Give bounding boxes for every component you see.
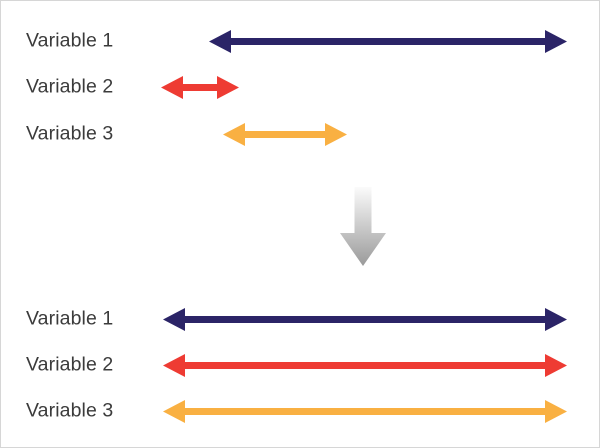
after-state-label-2: Variable 2: [26, 353, 114, 376]
arrow-shape-red: [161, 75, 239, 99]
after-state-arrow-3: [163, 399, 567, 423]
before-state-label-1: Variable 1: [26, 29, 114, 52]
after-state-label-1: Variable 1: [26, 307, 114, 330]
before-state-label-3: Variable 3: [26, 122, 114, 145]
down-arrow-shape: [340, 187, 386, 266]
before-state-arrow-1: [209, 29, 567, 53]
arrow-shape-navy: [163, 307, 567, 331]
after-state-arrow-2: [163, 353, 567, 377]
down-arrow-icon: [340, 187, 386, 266]
arrow-shape-red: [163, 353, 567, 377]
arrow-shape-orange: [163, 399, 567, 423]
before-state-label-2: Variable 2: [26, 75, 114, 98]
arrow-shape-navy: [209, 29, 567, 53]
before-state-arrow-2: [161, 75, 239, 99]
after-state-arrow-1: [163, 307, 567, 331]
arrow-shape-orange: [223, 122, 347, 146]
before-state-arrow-3: [223, 122, 347, 146]
after-state-label-3: Variable 3: [26, 399, 114, 422]
